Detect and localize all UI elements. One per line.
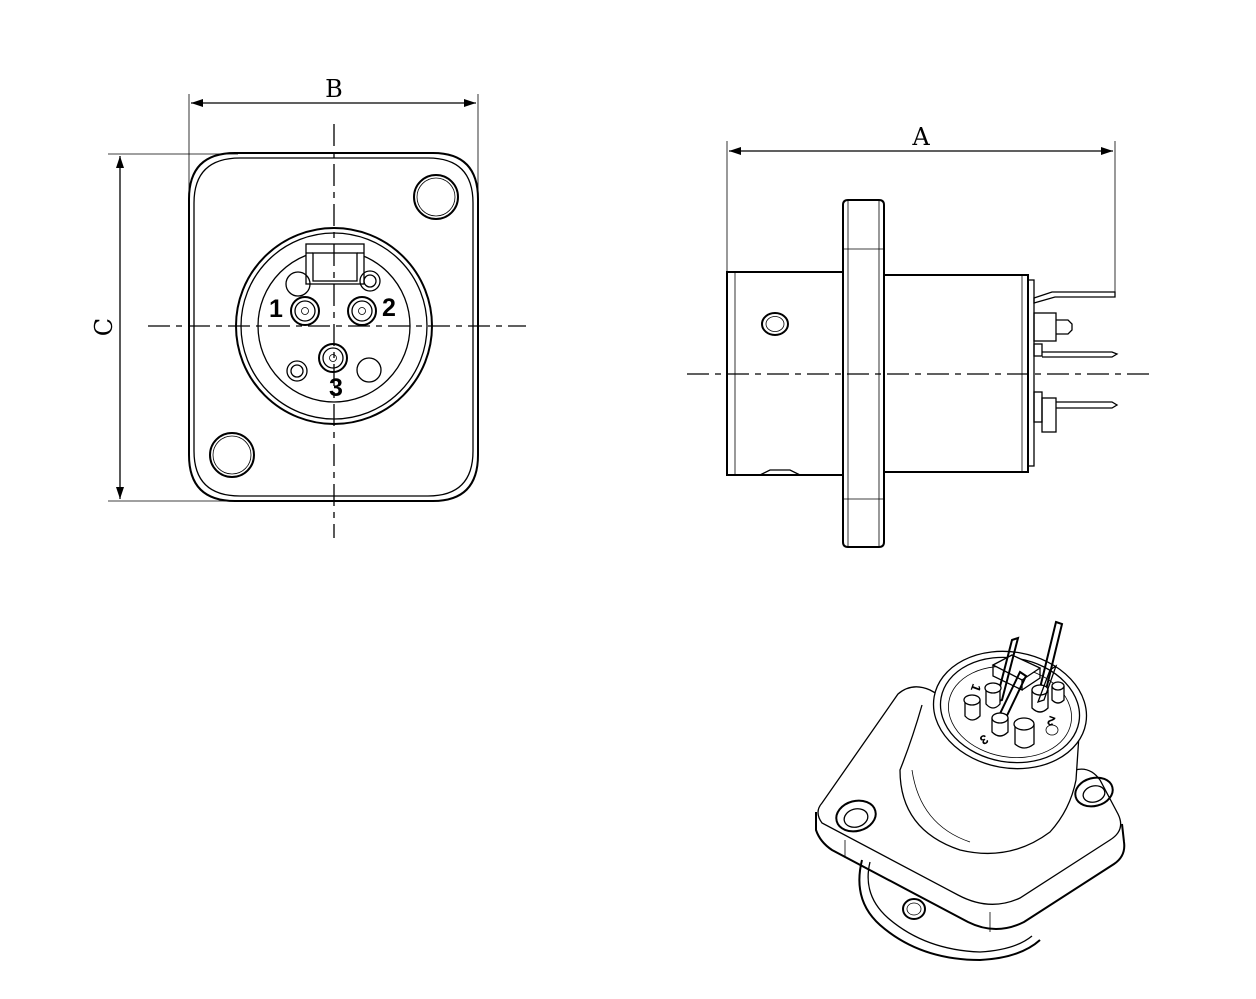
iso-pin-sleeve-3	[991, 712, 1009, 737]
dimension-b-label: B	[325, 75, 343, 103]
iso-pin-sleeve-bottom-right	[1013, 717, 1035, 749]
pin-label-3: 3	[329, 374, 343, 402]
mounting-hole-bottom-left	[209, 432, 255, 478]
blank-hole-left	[285, 271, 311, 297]
latch	[305, 243, 365, 285]
iso-pin-sleeve-right	[1051, 681, 1065, 704]
front-flange-outer	[188, 152, 479, 502]
pin-socket-3	[318, 343, 348, 373]
pin-label-2: 2	[382, 294, 396, 322]
front-flange-inner	[193, 157, 474, 497]
iso-pin-sleeve-1	[984, 682, 1002, 709]
dimension-c: C	[90, 153, 238, 502]
blank-hole-right	[356, 357, 382, 383]
iso-pin-sleeve-left	[963, 694, 981, 721]
dimension-c-label: C	[90, 318, 118, 336]
pin-socket-1	[290, 296, 320, 326]
screw-top-right	[359, 270, 381, 292]
iso-rear-disk	[858, 859, 1041, 962]
iso-pins	[963, 620, 1065, 749]
front-view: B C	[90, 75, 526, 538]
dimension-a: A	[726, 123, 1116, 295]
iso-pin-label-1: 1	[968, 682, 985, 694]
iso-pin-label-2: 2	[1045, 713, 1057, 730]
pin-socket-2	[347, 296, 377, 326]
pin-label-1: 1	[269, 295, 283, 323]
screw-bottom-left	[286, 360, 308, 382]
side-pins	[1033, 291, 1119, 433]
mounting-hole-top-right	[413, 174, 459, 220]
dimension-a-label: A	[911, 123, 930, 151]
side-view: A	[687, 123, 1155, 548]
isometric-view: 1 2 3	[815, 620, 1126, 962]
